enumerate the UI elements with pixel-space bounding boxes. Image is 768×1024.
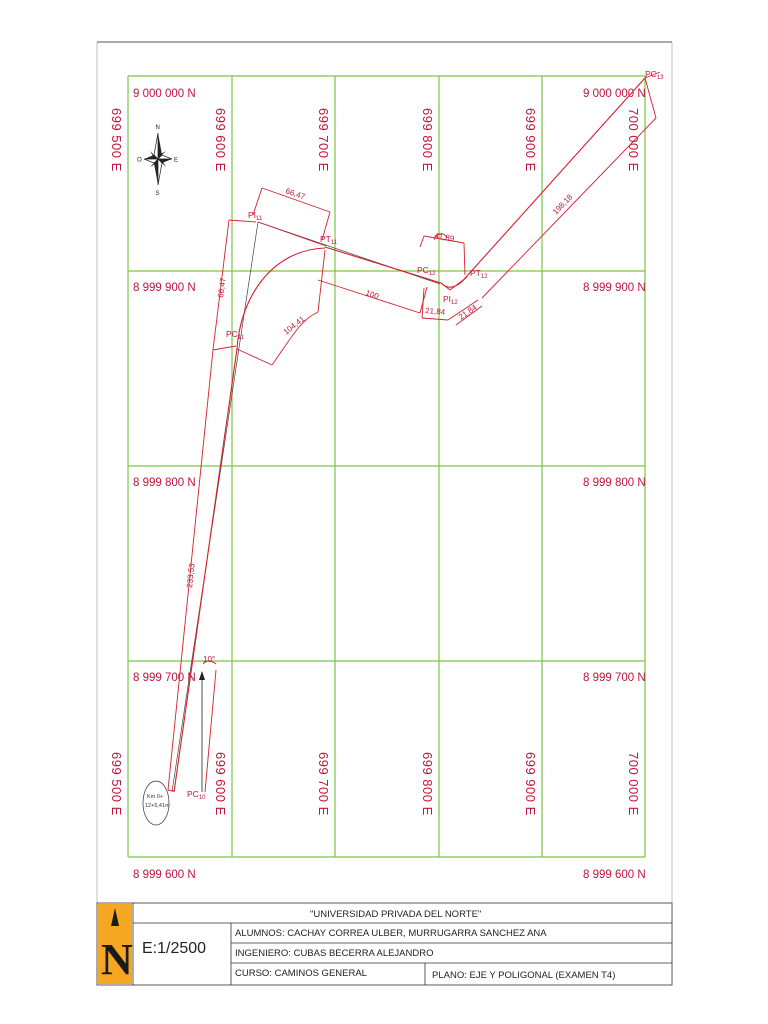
university-logo: N xyxy=(98,904,133,984)
compass-e: E xyxy=(174,158,178,164)
dim-21-84-b: 21,84 xyxy=(457,302,479,321)
title-curso: CURSO: CAMINOS GENERAL xyxy=(235,968,367,979)
dim-66-47-top: 66,47 xyxy=(284,186,306,201)
dim-198-18: 198,18 xyxy=(551,192,575,216)
title-plano: PLANO: EJE Y POLIGONAL (EXAMEN T4) xyxy=(432,970,615,981)
polygonal-tangents xyxy=(171,221,441,793)
label-pc11: PC11 xyxy=(226,329,245,341)
km-marker: Km 0+ 12+5,41m xyxy=(142,780,170,826)
east-label-700000-bottom: 700 000 E xyxy=(626,752,641,816)
compass-s: S xyxy=(156,191,160,197)
dimension-labels: 66,47 66,47 104,41 100 41,89 21,84 21,84… xyxy=(185,186,575,664)
km-marker-line1: Km 0+ xyxy=(147,794,163,800)
label-pt12: PT12 xyxy=(470,268,488,280)
north-label-8999800-right: 8 999 800 N xyxy=(583,477,646,489)
compass-rose-icon: N S E O xyxy=(137,125,178,197)
east-label-699800-top: 699 800 E xyxy=(420,108,435,172)
label-pi12: PI12 xyxy=(443,294,458,306)
east-label-699800-bottom: 699 800 E xyxy=(420,752,435,816)
road-alignment-axis xyxy=(167,71,661,793)
easting-labels: 699 500 E 699 600 E 699 700 E 699 800 E … xyxy=(109,108,641,816)
svg-text:N: N xyxy=(101,935,133,984)
northing-labels: 9 000 000 N 9 000 000 N 8 999 900 N 8 99… xyxy=(133,88,646,881)
dim-21-84-a: 21,84 xyxy=(425,306,446,317)
label-pc12: PC12 xyxy=(417,265,436,277)
east-label-699600-bottom: 699 600 E xyxy=(213,752,228,816)
title-ingeniero: INGENIERO: CUBAS BECERRA ALEJANDRO xyxy=(235,948,434,959)
east-label-699500-bottom: 699 500 E xyxy=(109,752,124,816)
dim-10-deg: 10° xyxy=(203,655,215,664)
label-pi11: PI11 xyxy=(248,210,263,222)
compass-n: N xyxy=(156,125,160,131)
north-label-9000000-left: 9 000 000 N xyxy=(133,88,196,100)
alignment-points: PI11 PT11 PC11 PC12 PI12 PT12 PC13 PC10 xyxy=(187,69,664,801)
east-label-699700-top: 699 700 E xyxy=(316,108,331,172)
coordinate-grid xyxy=(127,75,646,858)
label-pc13: PC13 xyxy=(645,69,664,81)
north-label-8999600-left: 8 999 600 N xyxy=(133,869,196,881)
north-label-8999600-right: 8 999 600 N xyxy=(583,869,646,881)
compass-o: O xyxy=(137,158,142,164)
dim-100: 100 xyxy=(364,288,380,301)
north-label-8999700-right: 8 999 700 N xyxy=(583,672,646,684)
title-alumnos: ALUMNOS: CACHAY CORREA ULBER, MURRUGARRA… xyxy=(235,928,547,939)
north-label-8999900-left: 8 999 900 N xyxy=(133,282,196,294)
east-label-699900-top: 699 900 E xyxy=(523,108,538,172)
title-block: N "UNIVERSIDAD PRIVADA DEL NORTE" E:1/25… xyxy=(96,902,673,986)
east-label-699500-top: 699 500 E xyxy=(109,108,124,172)
sheet-border xyxy=(96,41,673,985)
title-scale: E:1/2500 xyxy=(142,940,206,957)
label-pt11: PT11 xyxy=(320,234,338,246)
east-label-699900-bottom: 699 900 E xyxy=(523,752,538,816)
east-label-699700-bottom: 699 700 E xyxy=(316,752,331,816)
north-label-8999900-right: 8 999 900 N xyxy=(583,282,646,294)
east-label-699600-top: 699 600 E xyxy=(213,108,228,172)
north-label-8999700-left: 8 999 700 N xyxy=(133,672,196,684)
east-label-700000-top: 700 000 E xyxy=(626,108,641,172)
north-label-8999800-left: 8 999 800 N xyxy=(133,477,196,489)
km-marker-line2: 12+5,41m xyxy=(145,803,170,809)
dim-66-47-left: 66,47 xyxy=(216,277,228,299)
bearing-reference xyxy=(199,660,217,792)
title-university: "UNIVERSIDAD PRIVADA DEL NORTE" xyxy=(310,909,481,920)
dim-41-89: 41,89 xyxy=(434,231,456,243)
north-label-9000000-right: 9 000 000 N xyxy=(583,88,646,100)
dim-233-53: 233,53 xyxy=(185,562,197,588)
label-pc10: PC10 xyxy=(187,789,206,801)
